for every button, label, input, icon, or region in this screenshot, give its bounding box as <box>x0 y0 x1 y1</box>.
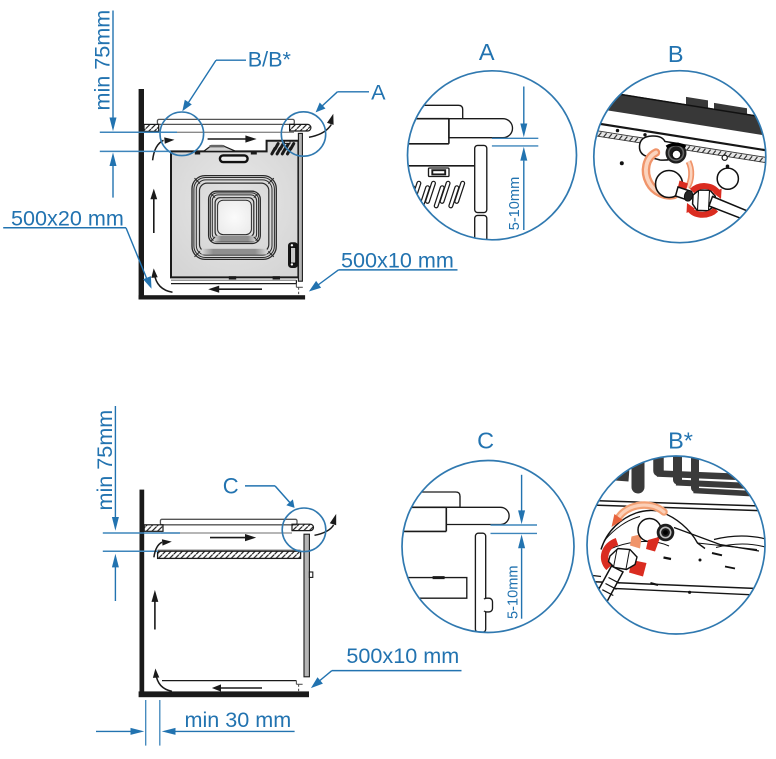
svg-text:min 30 mm: min 30 mm <box>185 707 292 732</box>
svg-text:500x10 mm: 500x10 mm <box>346 643 459 668</box>
svg-text:min 75mm: min 75mm <box>92 410 117 511</box>
svg-text:B: B <box>668 41 684 67</box>
svg-text:C: C <box>477 428 494 454</box>
svg-text:5-10mm: 5-10mm <box>505 565 521 619</box>
svg-text:B/B*: B/B* <box>248 47 292 72</box>
svg-text:A: A <box>479 39 495 65</box>
svg-text:C: C <box>223 474 239 499</box>
svg-text:5-10mm: 5-10mm <box>507 177 523 231</box>
svg-text:500x10 mm: 500x10 mm <box>341 247 454 272</box>
svg-text:A: A <box>371 80 386 105</box>
svg-text:B*: B* <box>668 428 693 454</box>
svg-text:min 75mm: min 75mm <box>90 10 115 111</box>
svg-text:500x20 mm: 500x20 mm <box>11 205 124 230</box>
